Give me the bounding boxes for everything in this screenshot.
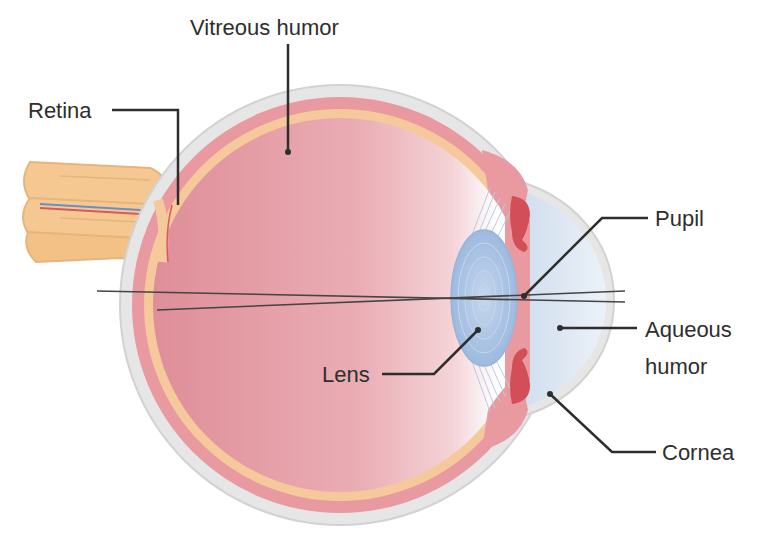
part-label: Pupil — [655, 205, 704, 233]
part-label: Retina — [28, 97, 92, 125]
leader-dot — [557, 325, 563, 331]
part-label: Cornea — [662, 439, 734, 467]
leader-dot — [547, 391, 553, 397]
retina-layer — [144, 109, 500, 501]
retinal-vessel — [167, 205, 172, 262]
sclera-outline — [120, 85, 560, 525]
vitreous-body — [153, 118, 505, 492]
part-label: Lens — [322, 361, 370, 389]
choroid-layer — [132, 97, 530, 513]
part-label: Aqueous humor — [645, 311, 757, 385]
light-ray — [97, 291, 625, 310]
part-label: Vitreous humor — [190, 14, 339, 42]
leader-dot — [475, 327, 481, 333]
leader-line — [112, 44, 656, 452]
leader-dot — [285, 149, 291, 155]
leader-dot — [521, 293, 527, 299]
optic-disc — [158, 200, 163, 262]
